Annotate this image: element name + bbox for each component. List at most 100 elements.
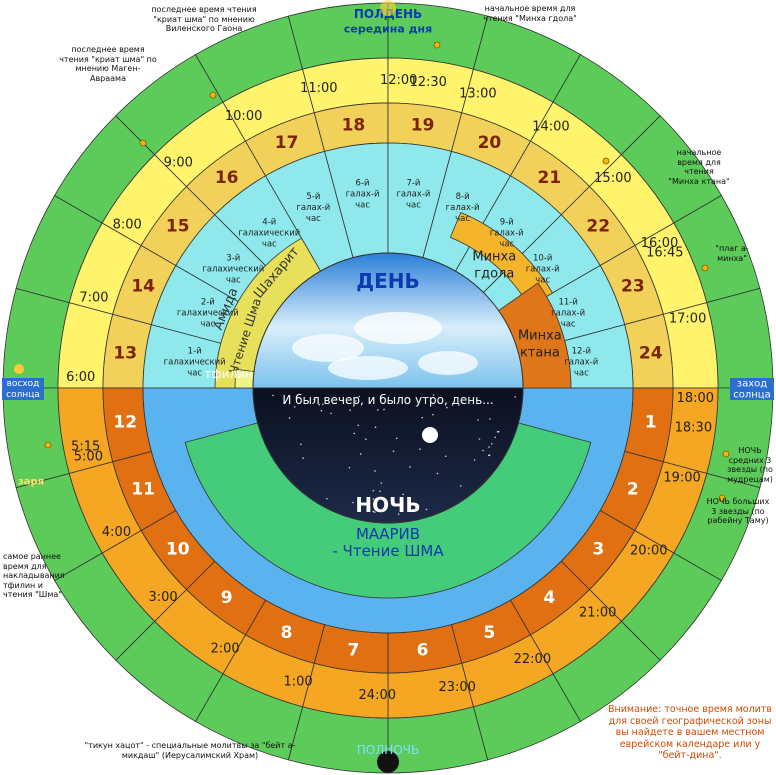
star	[357, 425, 359, 427]
day-hour-time: 13:00	[459, 86, 496, 101]
star	[491, 443, 493, 445]
time-marker-dot	[210, 92, 216, 98]
day-subhour-label-line: час	[499, 239, 514, 249]
night-hour-time: 2:00	[210, 641, 239, 656]
day-subhour-label-line: галах-й	[526, 264, 560, 274]
time-marker-dot	[702, 265, 708, 271]
midnight-marker: ПОЛНОЧЬ	[357, 743, 419, 757]
day-hour-time: 6:00	[66, 370, 95, 385]
day-subhour-label-line: галахический	[202, 264, 264, 274]
annotation-magen-avraham-shma: последнее время чтения "криат шма" по мн…	[58, 45, 158, 83]
star	[374, 470, 376, 472]
day-hour-number: 13	[113, 343, 137, 363]
star	[477, 419, 479, 421]
star	[489, 418, 491, 420]
mincha-gdola-label-line: Минха	[472, 250, 516, 265]
day-subhour-label-line: галах-й	[446, 203, 480, 213]
annotation-earliest-tfilin: самое раннее время для накладывания тфил…	[3, 552, 71, 600]
star	[393, 450, 395, 452]
annotation-night-big-stars: НОЧЬ больших 3 звезды (по рабейну Таму)	[705, 497, 771, 526]
star	[479, 438, 481, 440]
time-5-15: 5:15	[71, 439, 100, 454]
star	[514, 396, 516, 398]
star	[474, 459, 476, 461]
star	[383, 409, 385, 411]
night-hour-number: 9	[221, 588, 233, 608]
night-hour-time: 24:00	[359, 688, 396, 703]
day-hour-number: 22	[586, 217, 610, 237]
star	[489, 454, 491, 456]
day-subhour-label-line: галахический	[238, 228, 300, 238]
day-hour-time: 11:00	[300, 81, 337, 96]
night-hour-time: 3:00	[149, 590, 178, 605]
sunrise-sun-icon	[14, 364, 24, 374]
cloud	[328, 356, 408, 380]
night-hour-time: 19:00	[663, 470, 700, 485]
star	[419, 448, 421, 450]
day-subhour-label-line: 12-й	[572, 347, 591, 357]
night-hour-number: 4	[543, 588, 555, 608]
star	[272, 395, 274, 397]
day-subhour-label-line: 11-й	[558, 297, 577, 307]
star	[352, 502, 354, 504]
night-hour-number: 7	[347, 641, 359, 661]
day-subhour-label-line: 1-й	[188, 347, 202, 357]
night-hour-number: 6	[417, 641, 429, 661]
star	[482, 450, 484, 452]
star	[445, 455, 447, 457]
night-hour-time: 20:00	[630, 543, 667, 558]
star	[432, 414, 434, 416]
day-hour-number: 17	[275, 133, 299, 153]
day-subhour-label-line: галах-й	[346, 190, 380, 200]
clock-center	[253, 253, 523, 523]
day-subhour-label-line: 9-й	[500, 217, 514, 227]
day-hour-number: 24	[639, 343, 663, 363]
dawn-label: заря	[18, 477, 44, 488]
day-subhour-label-line: галах-й	[396, 190, 430, 200]
night-hour-time: 22:00	[514, 652, 551, 667]
day-hour-number: 23	[621, 277, 645, 297]
sunrise-label-2: солнца	[6, 390, 40, 400]
star	[446, 407, 448, 409]
night-hour-time: 21:00	[579, 605, 616, 620]
day-subhour-label-line: галах-й	[551, 308, 585, 318]
day-subhour-label-line: час	[306, 214, 321, 224]
day-subhour-label-line: галах-й	[564, 358, 598, 368]
day-subhour-label-line: час	[561, 319, 576, 329]
star	[373, 490, 375, 492]
star	[302, 457, 304, 459]
star	[497, 431, 499, 433]
night-label: НОЧЬ	[355, 493, 420, 517]
day-subhour-label-line: 4-й	[262, 217, 276, 227]
noon-sun-icon	[380, 0, 396, 16]
star	[300, 443, 302, 445]
night-hour-time: 4:00	[102, 525, 131, 540]
day-subhour-label-line: 10-й	[533, 253, 552, 263]
star	[349, 409, 351, 411]
day-hour-time: 9:00	[164, 156, 193, 171]
day-subhour-label-line: 8-й	[456, 192, 470, 202]
star	[377, 409, 379, 411]
star	[330, 412, 332, 414]
day-hour-time: 14:00	[532, 120, 569, 135]
day-subhour-label-line: час	[355, 201, 370, 211]
day-subhour-label-line: галахический	[164, 358, 226, 368]
day-subhour-label-line: час	[574, 369, 589, 379]
verse-text: И был вечер, и было утро, день...	[282, 393, 493, 407]
annotation-mincha-ktana-start: начальное время для чтения "Минха ктана"	[668, 148, 730, 186]
cloud	[354, 312, 442, 344]
day-subhour-label-line: час	[226, 275, 241, 285]
day-hour-time: 17:00	[669, 311, 706, 326]
day-hour-number: 19	[411, 115, 435, 135]
day-subhour-label-line: 6-й	[356, 179, 370, 189]
star	[494, 437, 496, 439]
sunset-label-2: солнца	[733, 390, 770, 401]
star	[360, 453, 362, 455]
star	[353, 433, 355, 435]
annotation-gra-shma: последнее время чтения "криат шма" по мн…	[150, 5, 258, 34]
star	[365, 438, 367, 440]
day-subhour-label-line: 7-й	[406, 179, 420, 189]
day-hour-time: 15:00	[594, 171, 631, 186]
day-subhour-label-line: галах-й	[296, 203, 330, 213]
